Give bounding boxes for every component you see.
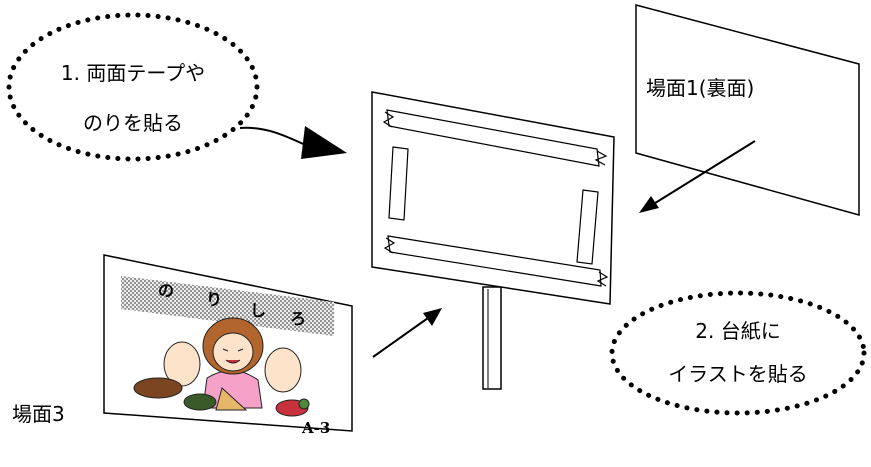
scene3-card: の り し ろ A-3 xyxy=(103,254,353,437)
step1-line2: のりを貼る xyxy=(83,111,183,135)
food-illustrations xyxy=(133,377,310,417)
step1-line1: 1. 両面テープや xyxy=(61,61,205,85)
tape-strip-right xyxy=(576,189,599,265)
tape-strip-left xyxy=(388,146,409,221)
scene3-char-4: ろ xyxy=(290,309,306,328)
step1-bubble: 1. 両面テープや のりを貼る xyxy=(6,12,260,162)
girl-illustration xyxy=(163,317,302,409)
scene3-char-2: り xyxy=(206,290,222,309)
scene3-char-1: の xyxy=(158,281,174,300)
arrow-scene1-to-board xyxy=(639,140,756,213)
scene3-code: A-3 xyxy=(301,419,330,437)
tape-strip-bottom xyxy=(387,235,602,287)
step2-bubble: 2. 台紙に イラストを貼る xyxy=(609,290,867,416)
scene3-char-3: し xyxy=(250,301,266,320)
tape-strip-top xyxy=(386,109,600,167)
scene3-label: 場面3 xyxy=(12,402,65,426)
step2-line1: 2. 台紙に xyxy=(695,319,780,343)
scene1-label: 場面1(裏面) xyxy=(646,76,754,100)
step2-line2: イラストを貼る xyxy=(668,362,808,386)
dotted-title-band xyxy=(121,276,334,336)
arrow-step1-to-board xyxy=(239,126,347,159)
arrow-scene3-to-board xyxy=(372,308,442,358)
scene1-card: 場面1(裏面) xyxy=(635,4,860,216)
signboard-stick xyxy=(482,286,502,390)
signboard xyxy=(371,91,615,390)
